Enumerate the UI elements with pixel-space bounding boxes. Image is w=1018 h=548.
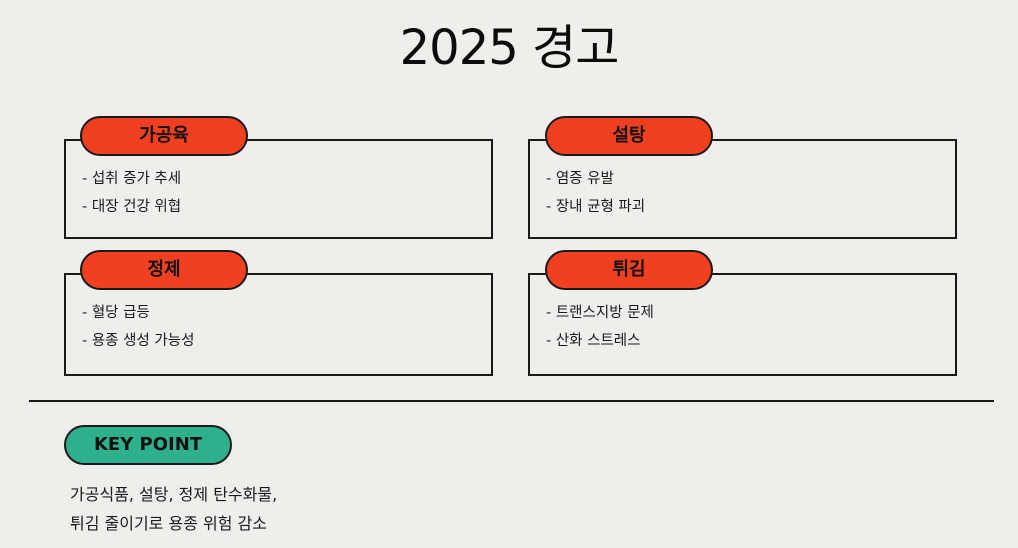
card-item: - 산화 스트레스: [546, 333, 641, 349]
card-items: - 트랜스지방 문제 - 산화 스트레스: [546, 299, 654, 355]
card-item: - 장내 균형 파괴: [546, 199, 646, 215]
card-processed-meat: - 섭취 증가 추세 - 대장 건강 위협: [64, 139, 493, 239]
section-divider: [29, 400, 994, 402]
key-point-summary: 가공식품, 설탕, 정제 탄수화물, 튀김 줄이기로 용종 위험 감소: [70, 480, 277, 538]
card-item: - 용종 생성 가능성: [82, 333, 195, 349]
card-item: - 섭취 증가 추세: [82, 171, 182, 187]
key-point-label: KEY POINT: [64, 425, 232, 465]
card-items: - 혈당 급등 - 용종 생성 가능성: [82, 299, 194, 355]
card-item: - 혈당 급등: [82, 305, 150, 321]
card-label-fried-food: 튀김: [545, 250, 713, 290]
card-item: - 트랜스지방 문제: [546, 305, 654, 321]
card-items: - 염증 유발 - 장내 균형 파괴: [546, 165, 645, 221]
card-items: - 섭취 증가 추세 - 대장 건강 위협: [82, 165, 181, 221]
card-item: - 염증 유발: [546, 171, 614, 187]
page-title: 2025 경고: [399, 20, 620, 76]
card-label-sugar: 설탕: [545, 116, 713, 156]
card-refined-carbs: - 혈당 급등 - 용종 생성 가능성: [64, 273, 493, 376]
card-label-processed-meat: 가공육: [80, 116, 248, 156]
card-fried-food: - 트랜스지방 문제 - 산화 스트레스: [528, 273, 957, 376]
summary-line: 튀김 줄이기로 용종 위험 감소: [70, 514, 267, 533]
card-label-refined-carbs: 정제: [80, 250, 248, 290]
summary-line: 가공식품, 설탕, 정제 탄수화물,: [70, 485, 278, 504]
card-sugar: - 염증 유발 - 장내 균형 파괴: [528, 139, 957, 239]
card-item: - 대장 건강 위협: [82, 199, 182, 215]
